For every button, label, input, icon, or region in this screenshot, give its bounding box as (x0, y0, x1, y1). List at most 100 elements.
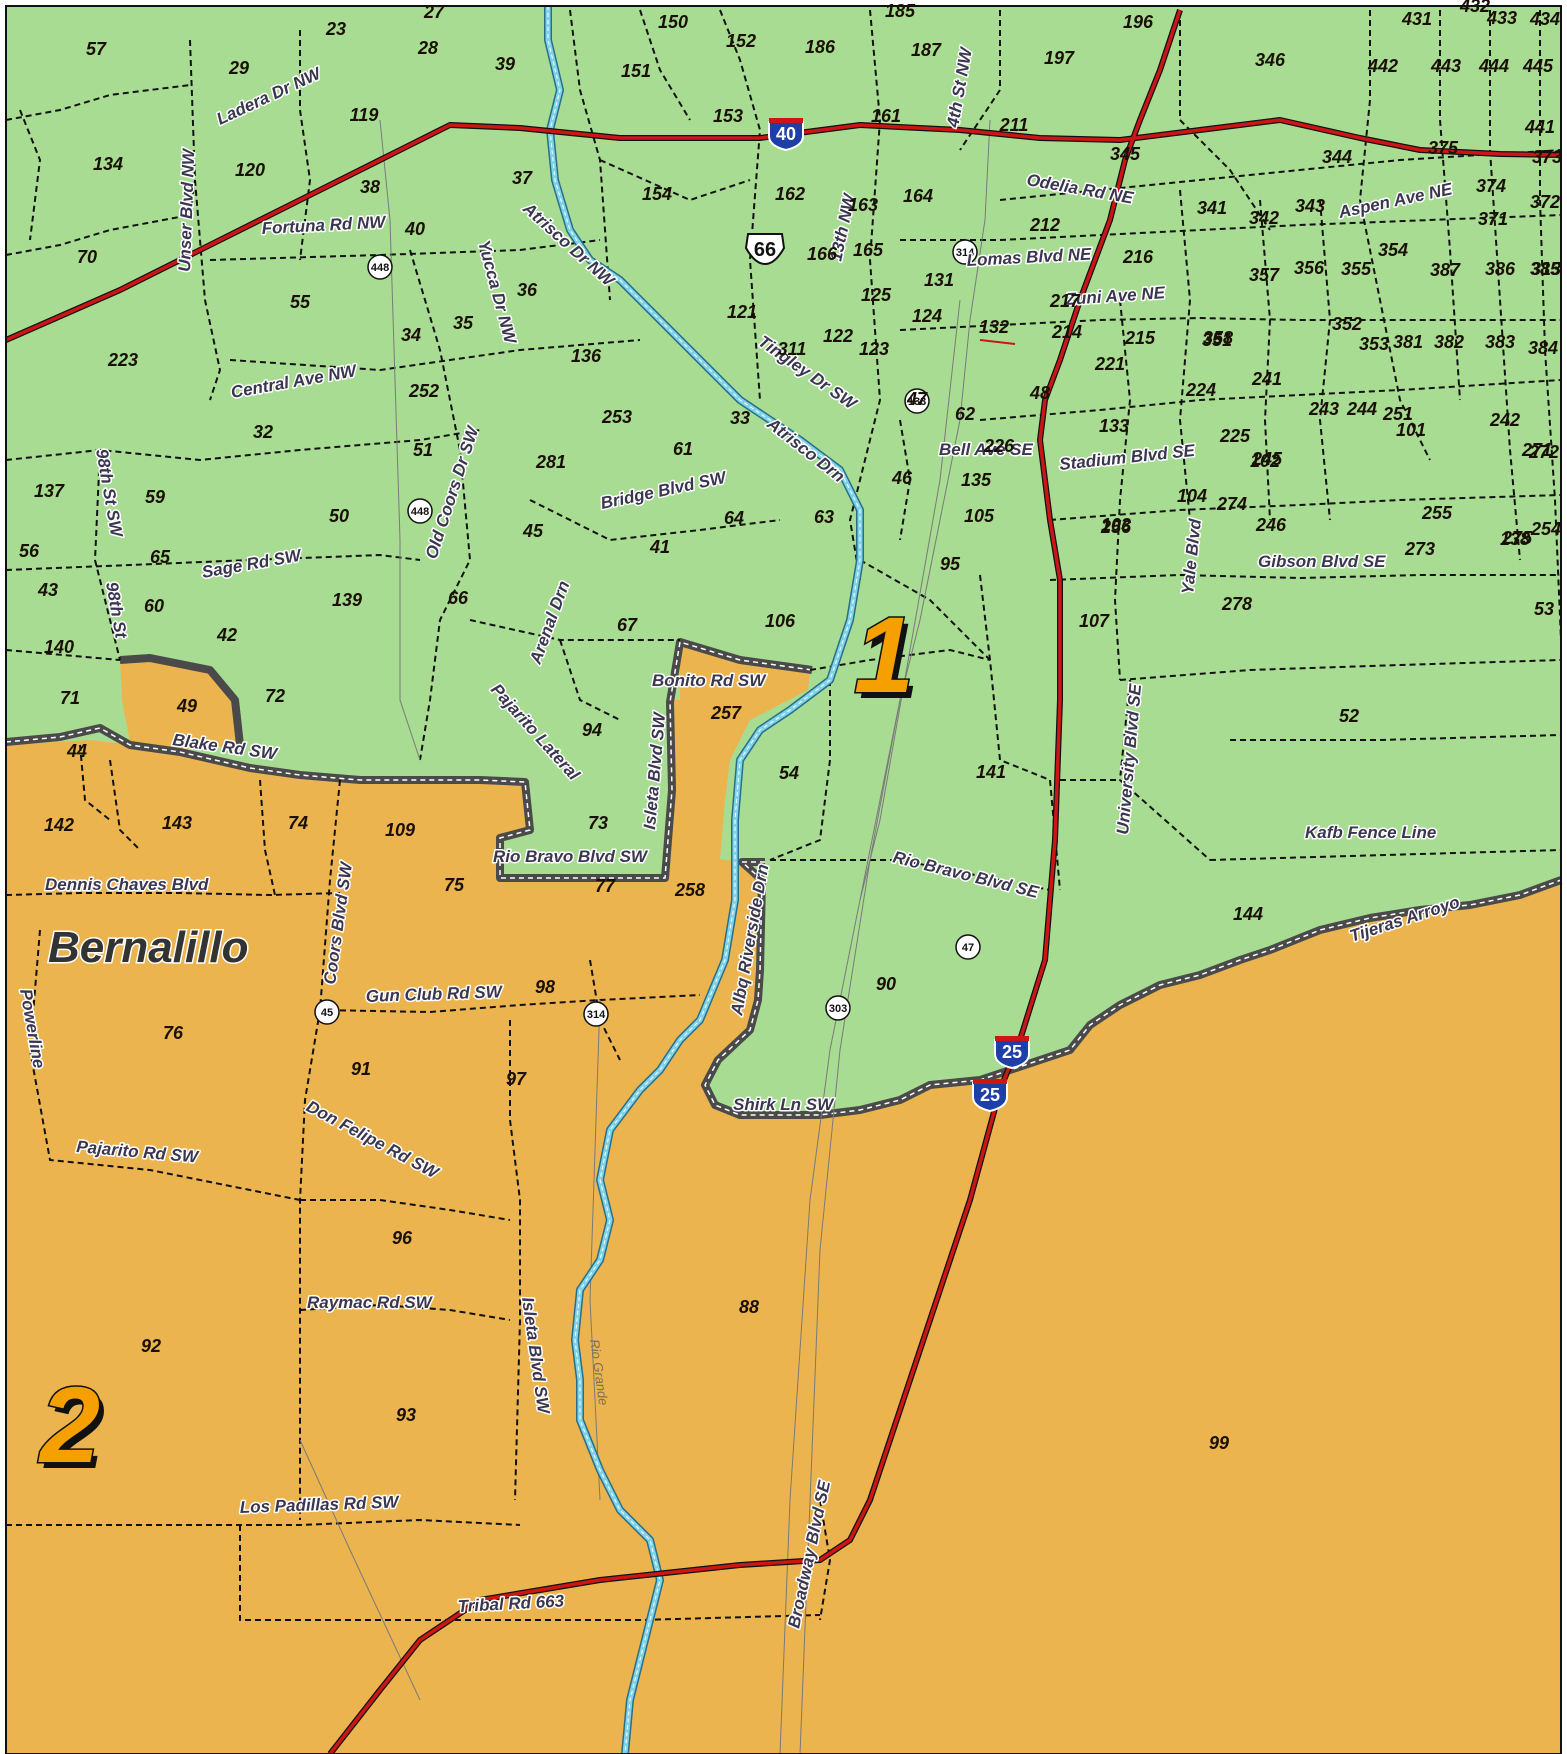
district-number: 55 (290, 292, 311, 312)
svg-text:25: 25 (980, 1085, 1000, 1105)
district-number: 356 (1294, 258, 1325, 278)
district-number: 166 (807, 244, 838, 264)
district-number: 258 (674, 880, 705, 900)
district-number: 139 (332, 590, 362, 610)
district-number: 60 (144, 596, 164, 616)
district-number: 105 (964, 506, 995, 526)
district-number: 141 (976, 762, 1006, 782)
road-label: Rio Bravo Blvd SW (493, 847, 649, 866)
district-number: 215 (1124, 328, 1156, 348)
district-number: 381 (1393, 332, 1423, 352)
district-number: 345 (1110, 144, 1141, 164)
district-number: 212 (1029, 215, 1060, 235)
district-number: 153 (713, 106, 743, 126)
district-number: 383 (1485, 332, 1515, 352)
district-number: 41 (649, 537, 670, 557)
district-number: 342 (1249, 208, 1279, 228)
district-number: 51 (413, 440, 433, 460)
district-number: 23 (325, 19, 346, 39)
district-number: 64 (724, 508, 744, 528)
district-number: 138 (1500, 529, 1530, 549)
state-route-314-shield: 314 (952, 239, 978, 265)
road-label: Shirk Ln SW (733, 1095, 835, 1114)
district-number: 165 (853, 240, 884, 260)
road-label: Raymac Rd SW (307, 1293, 434, 1312)
district-number: 354 (1378, 240, 1408, 260)
district-number: 75 (444, 875, 465, 895)
district-number: 71 (60, 688, 80, 708)
district-number: 95 (940, 554, 961, 574)
district-number: 42 (216, 625, 237, 645)
district-number: 444 (1478, 56, 1509, 76)
zone-2-label: 2 2 (37, 1363, 106, 1492)
zone-1-area (6, 6, 1561, 1115)
district-number: 67 (617, 615, 638, 635)
road-label: Gibson Blvd SE (1258, 552, 1386, 571)
district-number: 351 (1202, 330, 1232, 350)
district-number: 386 (1485, 259, 1516, 279)
district-number: 343 (1295, 196, 1325, 216)
district-number: 273 (1404, 539, 1435, 559)
district-number: 254 (1530, 519, 1561, 539)
state-route-448-shield: 448 (367, 254, 393, 280)
svg-text:448: 448 (411, 506, 429, 518)
district-number: 54 (779, 763, 799, 783)
district-number: 47 (906, 389, 928, 409)
district-number: 346 (1255, 50, 1286, 70)
district-number: 56 (19, 541, 40, 561)
state-route-303-shield: 303 (825, 995, 851, 1021)
district-number: 38 (360, 177, 380, 197)
district-number: 106 (765, 611, 796, 631)
district-number: 62 (955, 404, 975, 424)
district-number: 187 (911, 40, 942, 60)
district-number: 73 (588, 813, 608, 833)
district-number: 59 (145, 487, 165, 507)
district-number: 272 (1528, 442, 1559, 462)
district-number: 45 (522, 521, 544, 541)
district-number: 196 (1123, 12, 1154, 32)
district-number: 221 (1094, 354, 1125, 374)
district-number: 37 (512, 168, 533, 188)
district-number: 352 (1332, 314, 1362, 334)
district-number: 120 (235, 160, 265, 180)
rio-grande-center (547, 6, 861, 1754)
district-number: 28 (417, 38, 438, 58)
district-number: 98 (535, 977, 555, 997)
district-number: 137 (34, 481, 65, 501)
district-number: 76 (163, 1023, 184, 1043)
district-number: 275 (1501, 528, 1533, 548)
district-number: 433 (1486, 8, 1517, 28)
district-number: 257 (710, 703, 742, 723)
district-number: 77 (595, 876, 616, 896)
district-number: 355 (1341, 259, 1372, 279)
district-number: 143 (162, 813, 192, 833)
svg-text:45: 45 (321, 1007, 333, 1019)
district-number: 197 (1044, 48, 1075, 68)
district-number: 245 (1251, 449, 1283, 469)
district-number: 92 (141, 1336, 161, 1356)
district-number: 186 (805, 37, 836, 57)
district-number: 29 (228, 58, 249, 78)
place-label-bernalillo: Bernalillo (48, 923, 249, 972)
interstate-25-shield: 25 (972, 1079, 1008, 1113)
district-number: 358 (1203, 328, 1233, 348)
district-number: 142 (44, 815, 74, 835)
district-number: 57 (86, 39, 107, 59)
district-number: 94 (582, 720, 602, 740)
svg-text:314: 314 (587, 1009, 606, 1021)
district-number: 313 (1531, 259, 1561, 279)
district-number: 382 (1434, 332, 1464, 352)
district-number: 43 (37, 580, 58, 600)
district-number: 164 (903, 186, 933, 206)
district-number: 66 (448, 588, 469, 608)
district-number: 443 (1430, 56, 1461, 76)
district-number: 374 (1476, 176, 1506, 196)
district-number: 442 (1367, 56, 1398, 76)
svg-text:1: 1 (859, 600, 919, 721)
road-label: Dennis Chaves Blvd (45, 875, 209, 894)
district-number: 27 (423, 2, 445, 22)
district-number: 311 (778, 339, 807, 359)
district-number: 271 (1521, 440, 1552, 460)
district-number: 88 (739, 1297, 759, 1317)
